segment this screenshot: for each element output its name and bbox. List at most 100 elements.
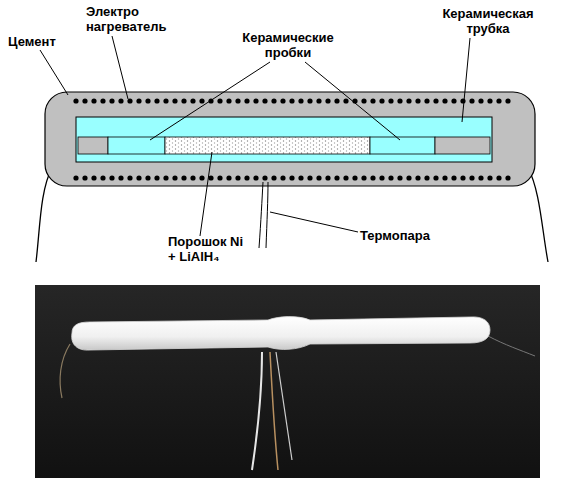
coil-turn <box>361 175 366 180</box>
part-label: Цемент <box>8 34 78 49</box>
coil-turn <box>478 98 483 103</box>
coil-turn <box>307 98 312 103</box>
coil-turn <box>379 175 384 180</box>
coil-turn <box>235 98 240 103</box>
coil-turn <box>415 98 420 103</box>
coil-turn <box>433 175 438 180</box>
photo-wire <box>276 352 292 460</box>
coil-turn <box>253 175 258 180</box>
coil-turn <box>199 175 204 180</box>
coil-turn <box>118 98 123 103</box>
coil-turn <box>163 98 168 103</box>
coil-turn <box>127 98 132 103</box>
coil-turn <box>334 175 339 180</box>
coil-turn <box>118 175 123 180</box>
coil-turn <box>289 175 294 180</box>
coil-turn <box>163 175 168 180</box>
coil-turn <box>199 98 204 103</box>
coil-turn <box>136 98 141 103</box>
coil-turn <box>208 175 213 180</box>
coil-turn <box>424 175 429 180</box>
powder-charge <box>165 137 370 154</box>
coil-turn <box>226 98 231 103</box>
part-label: Термопара <box>360 228 450 243</box>
coil-turn <box>334 98 339 103</box>
photo-wire <box>252 352 262 470</box>
coil-turn <box>406 98 411 103</box>
ceramic-plug <box>370 137 435 154</box>
coil-turn <box>442 175 447 180</box>
coil-turn <box>298 175 303 180</box>
coil-turn <box>136 175 141 180</box>
coil-turn <box>298 98 303 103</box>
coil-turn <box>100 175 105 180</box>
coil-turn <box>496 175 501 180</box>
thermocouple-wire <box>259 182 263 248</box>
coil-turn <box>352 175 357 180</box>
coil-turn <box>460 98 465 103</box>
coil-turn <box>379 98 384 103</box>
coil-turn <box>451 175 456 180</box>
coil-turn <box>181 175 186 180</box>
coil-turn <box>100 98 105 103</box>
coil-turn <box>505 98 510 103</box>
coil-turn <box>91 98 96 103</box>
cement-plug <box>78 137 108 154</box>
coil-turn <box>487 175 492 180</box>
coil-turn <box>388 175 393 180</box>
coil-turn <box>172 175 177 180</box>
coil-turn <box>127 175 132 180</box>
photo-background <box>35 285 540 478</box>
heater-wire <box>36 168 52 262</box>
coil-turn <box>307 175 312 180</box>
coil-turn <box>73 175 78 180</box>
part-label: Электро нагреватель <box>86 4 178 34</box>
coil-turn <box>190 175 195 180</box>
coil-turn <box>145 98 150 103</box>
coil-turn <box>154 98 159 103</box>
coil-turn <box>91 175 96 180</box>
coil-turn <box>433 98 438 103</box>
coil-turn <box>82 175 87 180</box>
ceramic-plug <box>108 137 165 154</box>
coil-turn <box>271 98 276 103</box>
photo-wire <box>60 344 70 398</box>
coil-turn <box>469 98 474 103</box>
heater-wire <box>528 168 548 262</box>
heater-coil <box>73 98 510 180</box>
coil-turn <box>361 98 366 103</box>
coil-turn <box>505 175 510 180</box>
part-label: Порошок Ni + LiAlH₄ <box>168 234 244 264</box>
coil-turn <box>388 98 393 103</box>
coil-turn <box>406 175 411 180</box>
photo-wire <box>270 352 278 470</box>
coil-turn <box>289 98 294 103</box>
coil-turn <box>244 175 249 180</box>
coil-turn <box>460 175 465 180</box>
coil-turn <box>145 175 150 180</box>
coil-turn <box>244 98 249 103</box>
coil-turn <box>496 98 501 103</box>
thermocouple-wire <box>266 182 268 248</box>
coil-turn <box>424 98 429 103</box>
cement-body <box>45 92 535 186</box>
coil-turn <box>172 98 177 103</box>
coil-turn <box>109 98 114 103</box>
coil-turn <box>343 98 348 103</box>
photo-tube <box>72 317 490 350</box>
coil-turn <box>262 98 267 103</box>
coil-turn <box>280 98 285 103</box>
coil-turn <box>442 98 447 103</box>
coil-turn <box>190 98 195 103</box>
coil-turn <box>217 98 222 103</box>
coil-turn <box>109 175 114 180</box>
coil-turn <box>316 175 321 180</box>
coil-turn <box>370 175 375 180</box>
coil-turn <box>181 98 186 103</box>
coil-turn <box>316 98 321 103</box>
coil-turn <box>280 175 285 180</box>
coil-turn <box>415 175 420 180</box>
coil-turn <box>226 175 231 180</box>
